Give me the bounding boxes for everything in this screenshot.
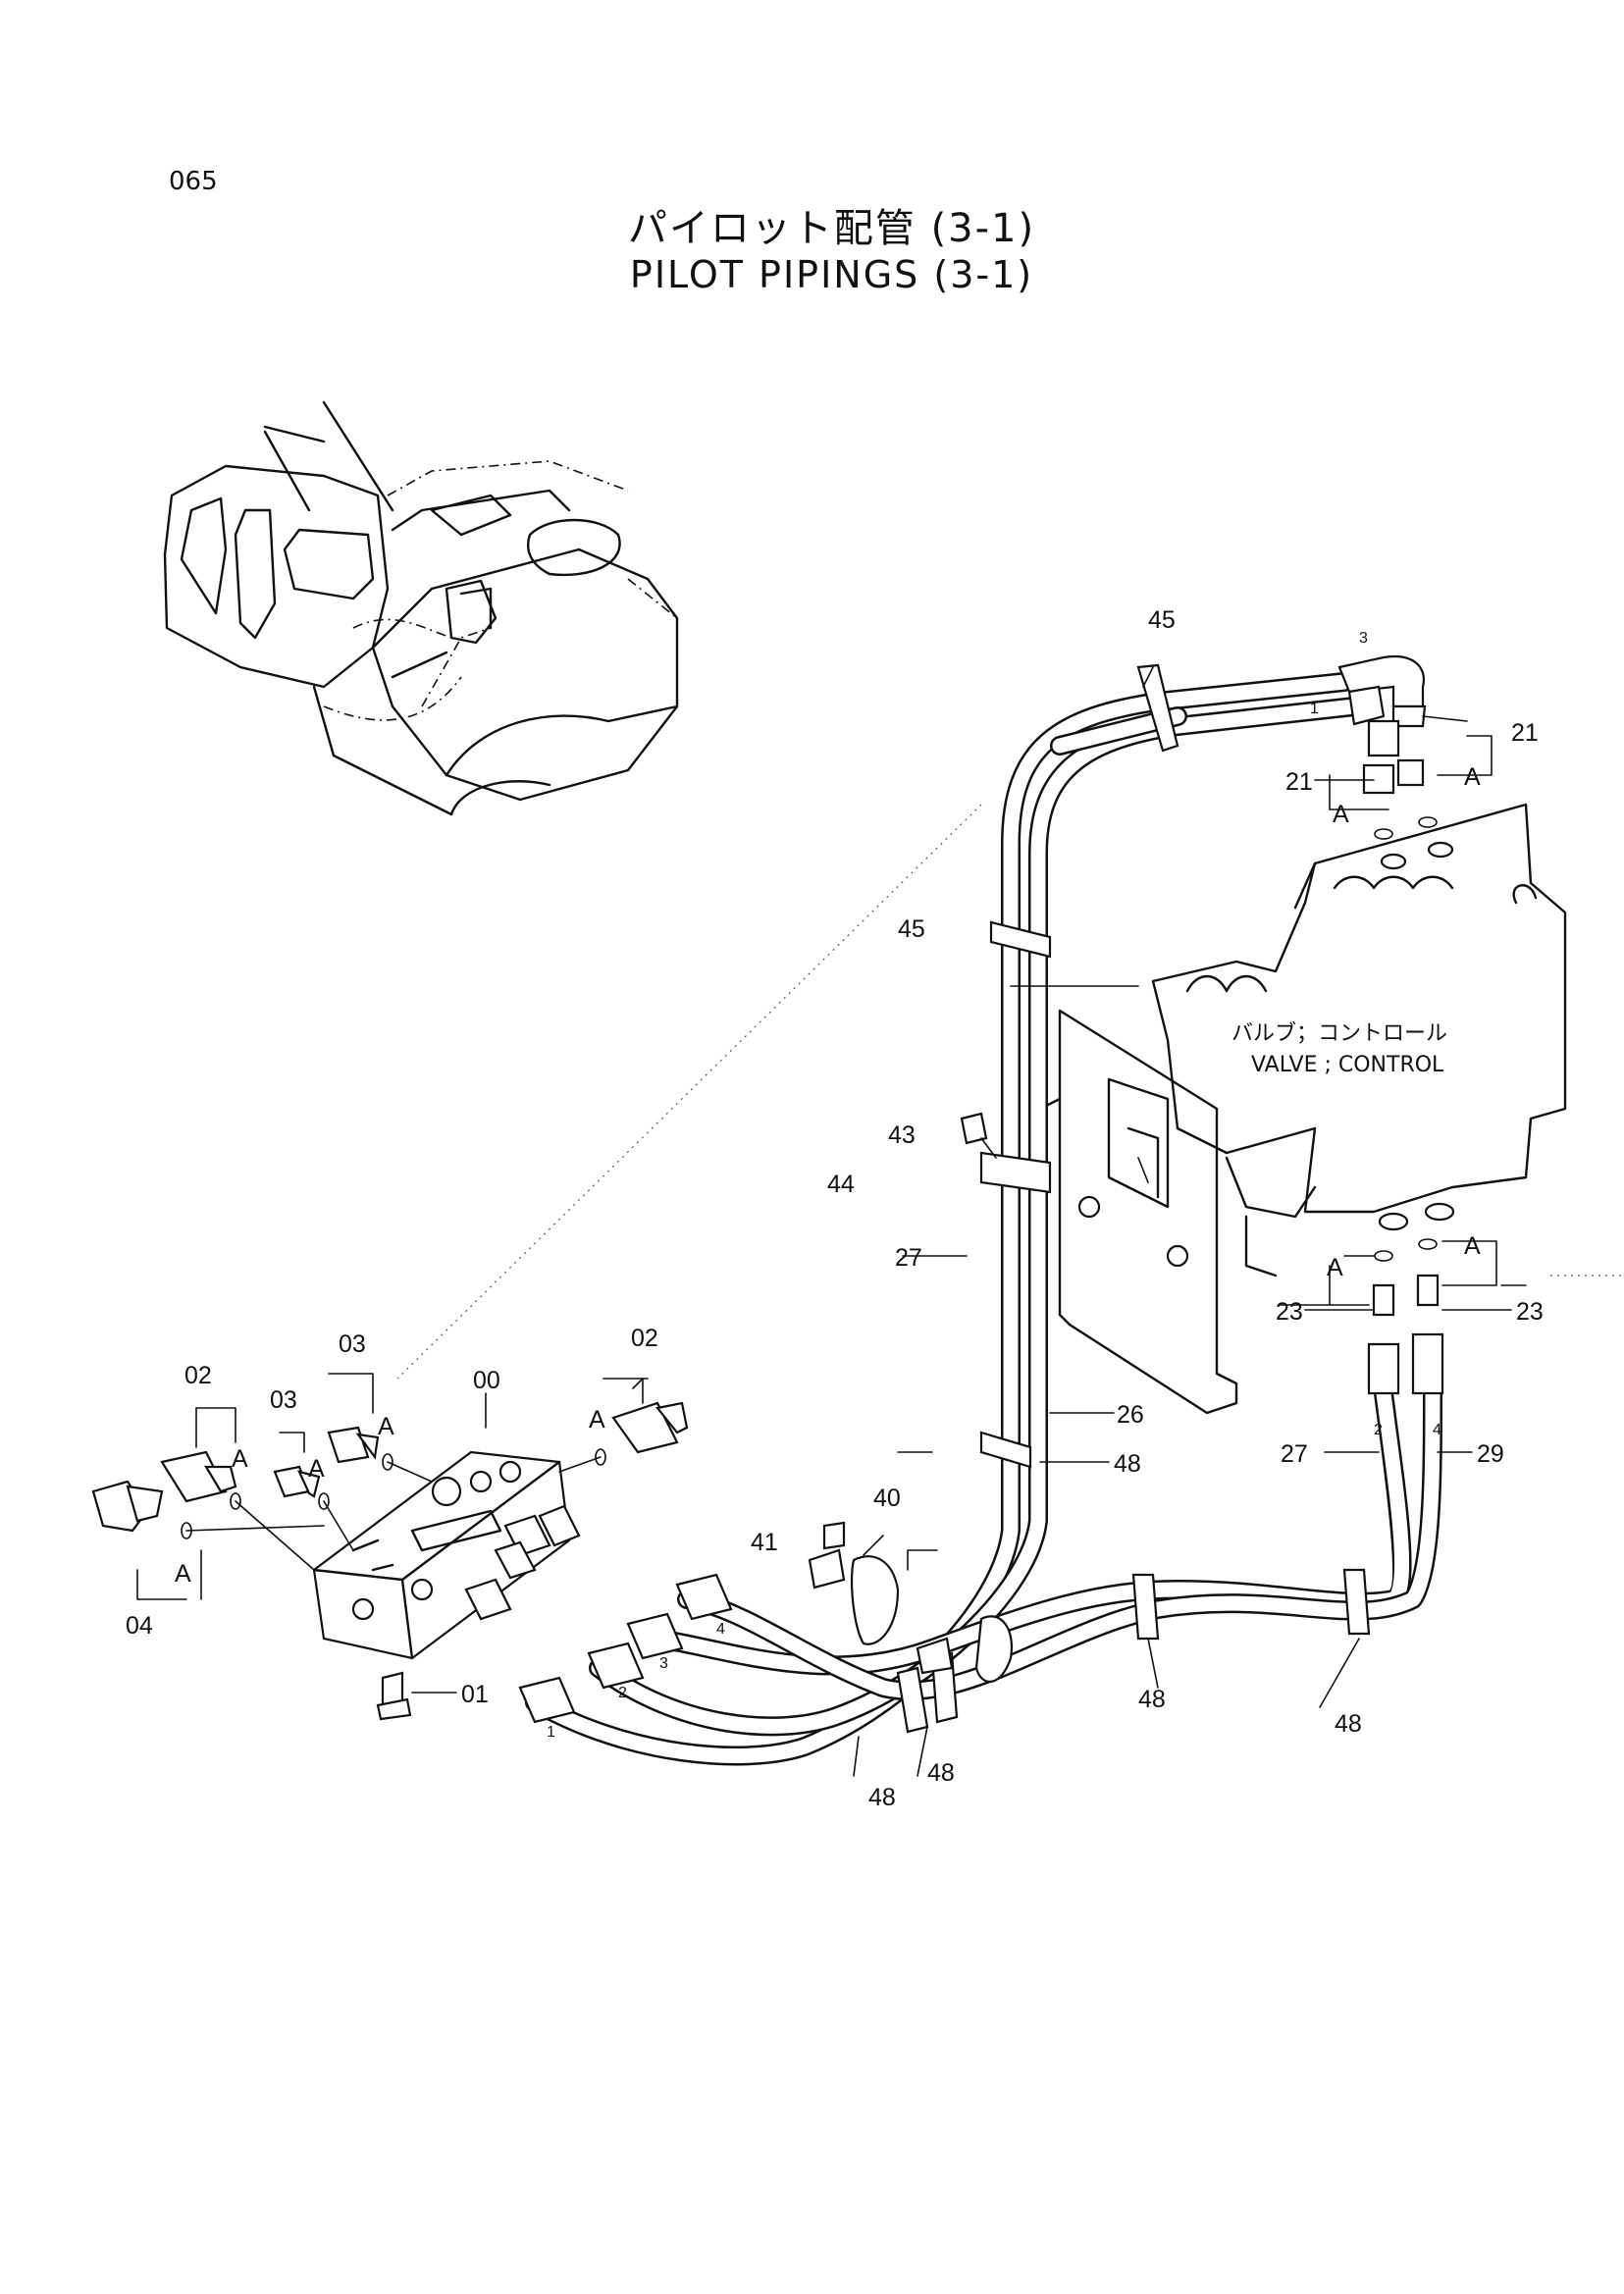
callout-21-left: 21 [1285,768,1313,796]
callout-41: 41 [751,1529,778,1556]
callout-48-b: 48 [1138,1686,1166,1713]
pilot-valve-block [312,1450,581,1721]
callout-40: 40 [873,1485,901,1512]
hose-number: 1 [1310,701,1319,717]
valve-name-english: VALVE ; CONTROL [1251,1053,1444,1077]
callout-43: 43 [888,1121,916,1149]
callout-03-left: 03 [270,1386,297,1414]
callout-44: 44 [827,1171,855,1198]
callout-23-left: 23 [1276,1298,1303,1326]
marker-a: A [1464,1232,1481,1260]
callout-01: 01 [461,1681,489,1708]
callout-48-d: 48 [868,1784,896,1811]
callout-21-right: 21 [1511,719,1539,747]
part-callouts: 45 21 21 45 43 44 27 23 23 26 48 27 29 4… [126,606,1544,1811]
hose-number: 1 [547,1724,555,1741]
marker-a: A [1327,1254,1343,1281]
callout-27: 27 [1281,1440,1308,1468]
callout-00: 00 [473,1367,500,1394]
fittings-left [91,1401,689,1571]
callout-45-mid: 45 [898,915,925,943]
callout-45-top: 45 [1148,606,1176,634]
marker-a: A [232,1445,248,1473]
callout-leaders [401,666,1512,1777]
marker-a: A [1333,801,1349,828]
page-number: 065 [169,167,218,196]
callout-03-top: 03 [339,1330,366,1358]
title-english: PILOT PIPINGS (3-1) [629,253,1034,296]
connection-marker-labels: A A A A A A A A A [175,763,1481,1588]
hose-number: 2 [1374,1422,1383,1438]
callout-48-e: 48 [927,1759,955,1787]
hose-number: 3 [1359,630,1368,647]
callout-02-left: 02 [184,1362,212,1389]
callout-26: 26 [1117,1401,1144,1429]
hose-number: 2 [618,1685,627,1701]
leader-dotted [396,804,982,1380]
marker-a: A [308,1455,325,1483]
hose-number: 4 [716,1621,725,1638]
hose-clamps [808,663,1371,1734]
valve-name-japanese: バルブ；コントロール [1231,1021,1447,1046]
callout-48-a: 48 [1114,1450,1141,1478]
control-valve-body [1038,803,1567,1415]
marker-a: A [175,1560,191,1588]
marker-a: A [378,1413,394,1440]
hose-number: 3 [659,1655,668,1672]
hose-numbers: 3 1 2 4 4 3 2 1 [547,630,1441,1741]
callout-29: 29 [1477,1440,1504,1468]
callout-28: 27 [895,1244,922,1272]
marker-a: A [589,1406,605,1434]
callout-48-c: 48 [1335,1710,1362,1738]
callout-02-right: 02 [631,1325,658,1352]
pilot-hoses [518,654,1444,1766]
marker-a: A [1464,763,1481,791]
excavator-overview [163,400,679,816]
hose-number: 4 [1433,1422,1441,1438]
callout-04: 04 [126,1612,153,1640]
callout-23-right: 23 [1516,1298,1544,1326]
title-japanese: パイロット配管 (3-1) [627,206,1036,251]
connection-brackets [136,735,1527,1600]
